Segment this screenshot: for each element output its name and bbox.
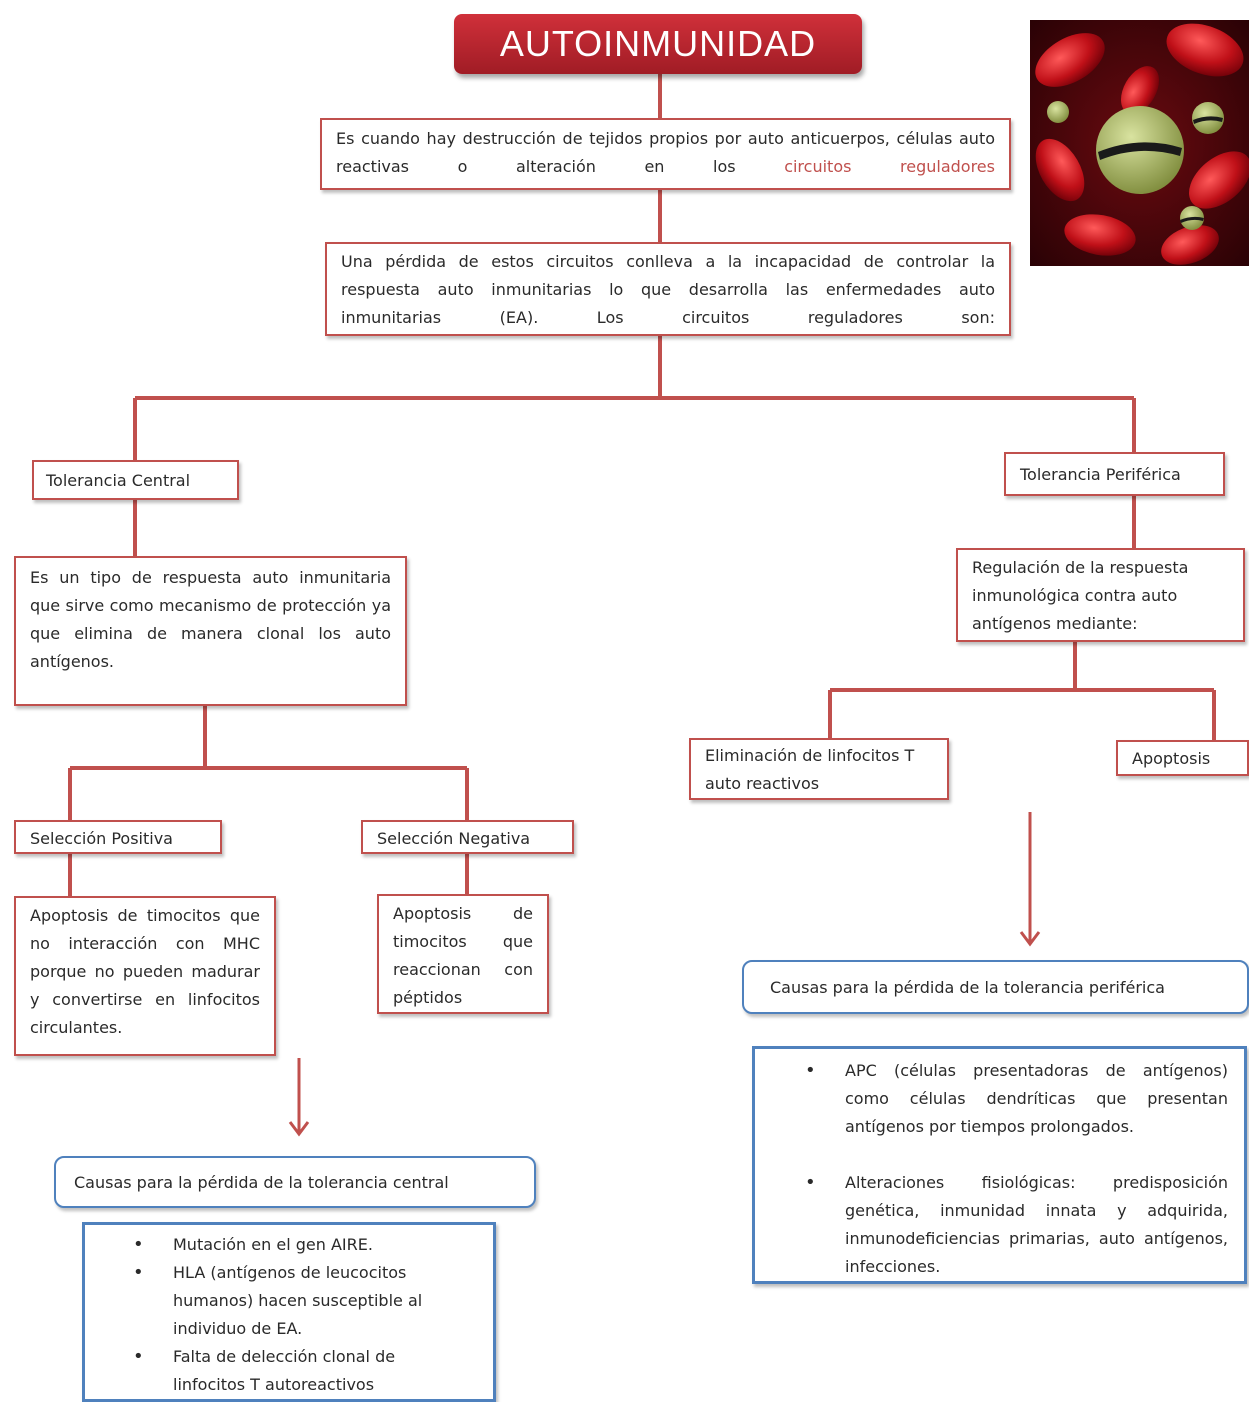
peripheral-causes-title: Causas para la pérdida de la tolerancia … bbox=[742, 960, 1249, 1014]
list-item: Falta de delección clonal de linfocitos … bbox=[133, 1343, 463, 1399]
elimination-box: Eliminación de linfocitos T auto reactiv… bbox=[689, 738, 949, 800]
peripheral-causes-list: APC (células presentadoras de antígenos)… bbox=[752, 1046, 1247, 1284]
list-item: Mutación en el gen AIRE. bbox=[133, 1231, 463, 1259]
list-item: APC (células presentadoras de antígenos)… bbox=[805, 1057, 1228, 1141]
positive-selection-text: Selección Positiva bbox=[30, 829, 173, 848]
negative-selection-text: Selección Negativa bbox=[377, 829, 531, 848]
peripheral-description-text: Regulación de la respuesta inmunológica … bbox=[972, 558, 1189, 633]
central-tolerance-text: Tolerancia Central bbox=[46, 471, 191, 490]
positive-description-text: Apoptosis de timocitos que no interacció… bbox=[30, 906, 260, 1037]
central-tolerance-description: Es un tipo de respuesta auto inmunitaria… bbox=[14, 556, 407, 706]
positive-selection-label: Selección Positiva bbox=[14, 820, 222, 854]
central-causes-title-text: Causas para la pérdida de la tolerancia … bbox=[74, 1173, 449, 1192]
list-item: Alteraciones fisiológicas: predisposició… bbox=[805, 1169, 1228, 1281]
apoptosis-box: Apoptosis bbox=[1116, 740, 1249, 776]
negative-description-text: Apoptosis de timocitos que reaccionan co… bbox=[393, 904, 533, 1007]
central-tolerance-label: Tolerancia Central bbox=[32, 460, 239, 500]
loss-box: Una pérdida de estos circuitos conlleva … bbox=[325, 242, 1011, 336]
peripheral-tolerance-text: Tolerancia Periférica bbox=[1020, 465, 1181, 484]
list-item: HLA (antígenos de leucocitos humanos) ha… bbox=[133, 1259, 463, 1343]
central-causes-list: Mutación en el gen AIRE. HLA (antígenos … bbox=[82, 1222, 496, 1402]
down-arrow-icon bbox=[1019, 812, 1041, 947]
peripheral-tolerance-description: Regulación de la respuesta inmunológica … bbox=[956, 548, 1245, 642]
elimination-text: Eliminación de linfocitos T auto reactiv… bbox=[705, 746, 915, 793]
negative-selection-label: Selección Negativa bbox=[361, 820, 574, 854]
definition-text: Es cuando hay destrucción de tejidos pro… bbox=[336, 129, 995, 176]
negative-selection-description: Apoptosis de timocitos que reaccionan co… bbox=[377, 894, 549, 1014]
peripheral-tolerance-label: Tolerancia Periférica bbox=[1004, 452, 1225, 496]
definition-box: Es cuando hay destrucción de tejidos pro… bbox=[320, 118, 1011, 190]
loss-text: Una pérdida de estos circuitos conlleva … bbox=[341, 252, 995, 327]
apoptosis-text: Apoptosis bbox=[1132, 749, 1211, 768]
peripheral-causes-title-text: Causas para la pérdida de la tolerancia … bbox=[770, 978, 1165, 997]
central-causes-title: Causas para la pérdida de la tolerancia … bbox=[54, 1156, 536, 1208]
central-description-text: Es un tipo de respuesta auto inmunitaria… bbox=[30, 568, 391, 671]
positive-selection-description: Apoptosis de timocitos que no interacció… bbox=[14, 896, 276, 1056]
definition-highlight: circuitos reguladores bbox=[784, 157, 995, 176]
main-title: AUTOINMUNIDAD bbox=[454, 14, 862, 74]
red-blood-cells-image bbox=[1030, 20, 1249, 266]
down-arrow-icon bbox=[288, 1058, 310, 1137]
